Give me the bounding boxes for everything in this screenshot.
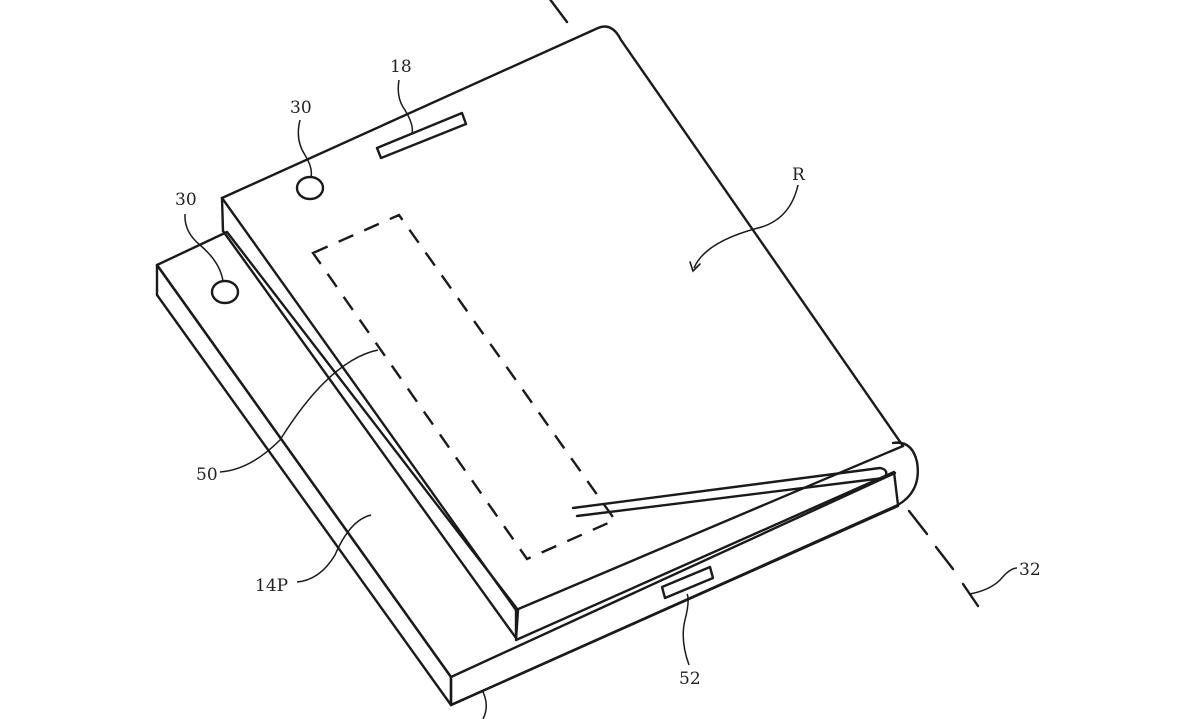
label-18: 18	[390, 57, 412, 77]
label-14P: 14P	[255, 576, 288, 596]
sensor-window-lower	[210, 279, 240, 305]
leader-18	[397, 79, 414, 134]
label-52: 52	[679, 669, 701, 689]
rotation-arrow-R	[689, 184, 799, 273]
label-30-upper: 30	[290, 98, 312, 118]
leader-30-upper	[297, 119, 313, 178]
sensor-window-upper	[295, 175, 325, 201]
lower-panel-14P	[155, 230, 900, 707]
label-32: 32	[1019, 560, 1041, 580]
leader-50	[219, 349, 379, 473]
leader-30-lower	[184, 213, 224, 282]
port-52	[660, 565, 715, 600]
leader-14P	[296, 514, 372, 583]
leader-bottom	[481, 689, 487, 719]
label-R: R	[792, 165, 806, 185]
upper-panel	[220, 25, 919, 640]
speaker-slot-18	[375, 111, 468, 160]
leader-32	[969, 567, 1018, 595]
label-50: 50	[196, 465, 218, 485]
leader-52	[682, 593, 690, 666]
dashed-region-50	[311, 213, 617, 561]
label-30-lower: 30	[175, 190, 197, 210]
fold-axis-32	[549, 0, 980, 608]
